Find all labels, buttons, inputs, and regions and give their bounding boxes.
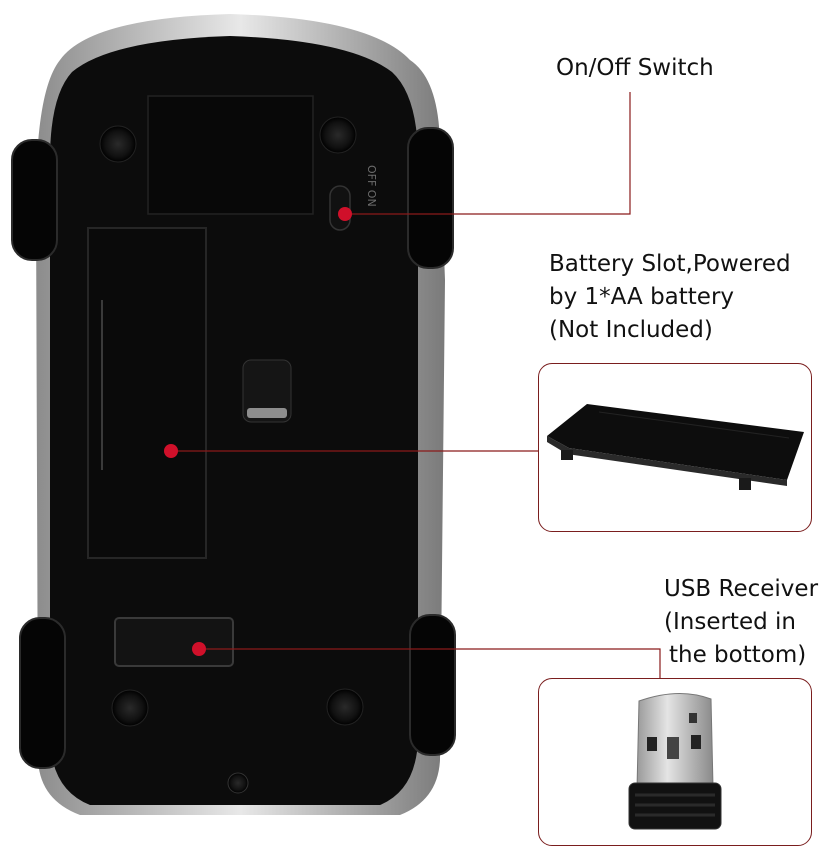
wheel-rear-left [19, 617, 66, 769]
battery-label-line3: (Not Included) [549, 317, 713, 343]
switch-leader-line [345, 92, 631, 215]
optical-sensor [242, 359, 292, 423]
switch-label: On/Off Switch [556, 55, 714, 81]
wheel-front-right [407, 127, 454, 269]
usb-label-line1: USB Receiver [664, 576, 819, 602]
usb-marker [192, 642, 206, 656]
usb-label-line2: (Inserted in [664, 609, 796, 635]
receiver-slot [114, 617, 234, 667]
switch-marking: OFF ON [365, 165, 378, 207]
switch-marker [338, 207, 352, 221]
wheel-front-left [11, 139, 58, 261]
usb-receiver-illustration [628, 692, 722, 830]
battery-marker [164, 444, 178, 458]
usb-receiver-inset [538, 678, 812, 846]
usb-label-line3: the bottom) [669, 642, 807, 668]
battery-cover-inset [538, 363, 812, 532]
battery-label-line2: by 1*AA battery [549, 284, 735, 310]
battery-compartment [87, 227, 207, 559]
wheel-rear-right [409, 614, 456, 756]
battery-cover-illustration [547, 404, 804, 490]
battery-label-line1: Battery Slot,Powered [549, 251, 791, 277]
usb-leader-line [199, 648, 661, 678]
